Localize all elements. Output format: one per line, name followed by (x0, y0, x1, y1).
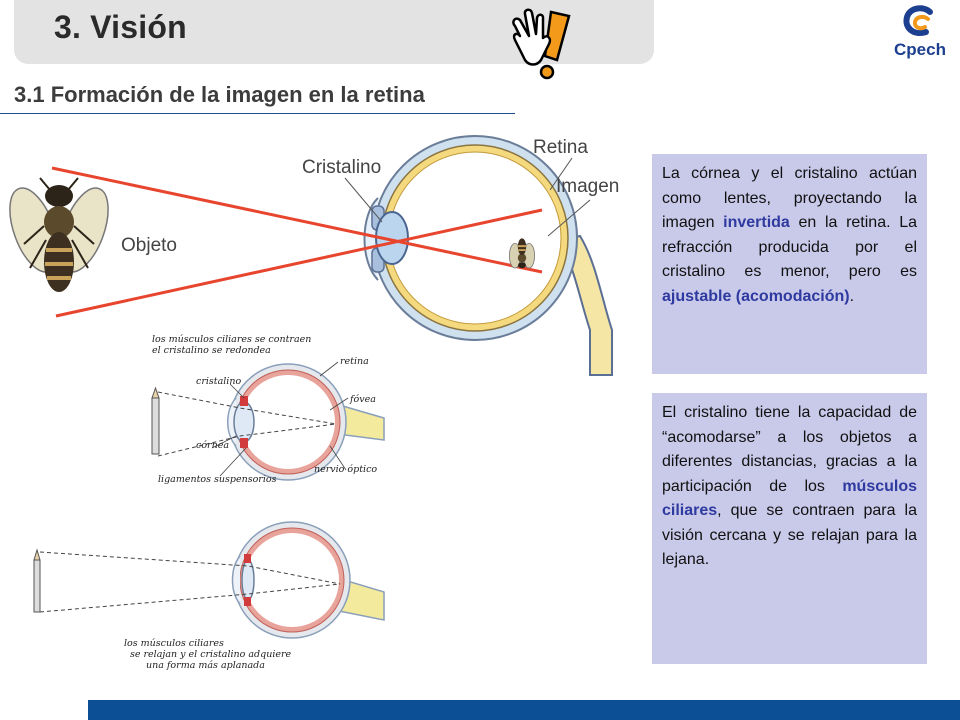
box1-text-c: . (849, 287, 855, 305)
box2-highlight-musculos: músculos ciliares (662, 477, 917, 520)
bee-icon (9, 177, 109, 292)
logo-text: Cpech (894, 40, 946, 59)
pencil-icon (33, 548, 41, 613)
light-ray-bottom (55, 208, 543, 318)
cpech-logo-mark (903, 5, 933, 36)
box1-highlight-ajustable: ajustable (acomodación) (662, 287, 850, 305)
label-mid-fovea: fóvea (349, 394, 376, 405)
subtitle-underline (0, 113, 515, 114)
pointing-hand-exclamation-icon (512, 8, 571, 80)
cpech-logo: Cpech (890, 4, 950, 62)
label-mid-cornea: córnea (196, 440, 229, 451)
section-subtitle: 3.1 Formación de la imagen en la retina (14, 82, 425, 107)
caption-mid-2: el cristalino se redondea (152, 345, 271, 356)
label-retina: Retina (533, 137, 588, 158)
light-ray-top (51, 166, 543, 274)
pencil-icon (151, 386, 160, 455)
box2-text-a: El cristalino tiene la capacidad de “aco… (662, 404, 917, 495)
top-eye (363, 135, 613, 376)
caption-mid-1: los músculos ciliares se contraen (152, 334, 311, 345)
label-mid-ligamentos: ligamentos suspensorios (158, 474, 277, 485)
box2-text-b: , que se contraen para la visión cercana… (662, 502, 917, 568)
caption-bottom-2: se relajan y el cristalino adquiere (130, 649, 292, 660)
label-objeto: Objeto (121, 235, 177, 256)
label-mid-cristalino: cristalino (196, 376, 241, 387)
label-imagen: Imagen (556, 176, 619, 197)
bee-image-inverted (508, 238, 536, 269)
label-mid-nervio: nervio óptico (314, 464, 377, 475)
box1-text-b: en la retina. La refracción producida po… (662, 214, 917, 280)
caption-bottom-3: una forma más aplanada (146, 660, 265, 671)
label-cristalino: Cristalino (302, 157, 381, 178)
footer-bar (88, 700, 960, 720)
info-box-accommodation: El cristalino tiene la capacidad de “aco… (652, 393, 927, 664)
info-box-lens: La córnea y el cristalino actúan como le… (652, 154, 927, 374)
box1-highlight-invertida: invertida (723, 214, 790, 231)
bottom-eye: los músculos ciliares se relajan y el cr… (33, 521, 385, 671)
slide-title: 3. Visión (54, 9, 187, 45)
label-mid-retina: retina (340, 356, 369, 367)
middle-eye: los músculos ciliares se contraen el cri… (151, 334, 385, 485)
eye-diagram: Cristalino Retina Imagen Objeto los músc… (9, 135, 619, 671)
caption-bottom-1: los músculos ciliares (124, 638, 224, 649)
box1-text-a: La córnea y el cristalino actúan como le… (662, 165, 917, 231)
